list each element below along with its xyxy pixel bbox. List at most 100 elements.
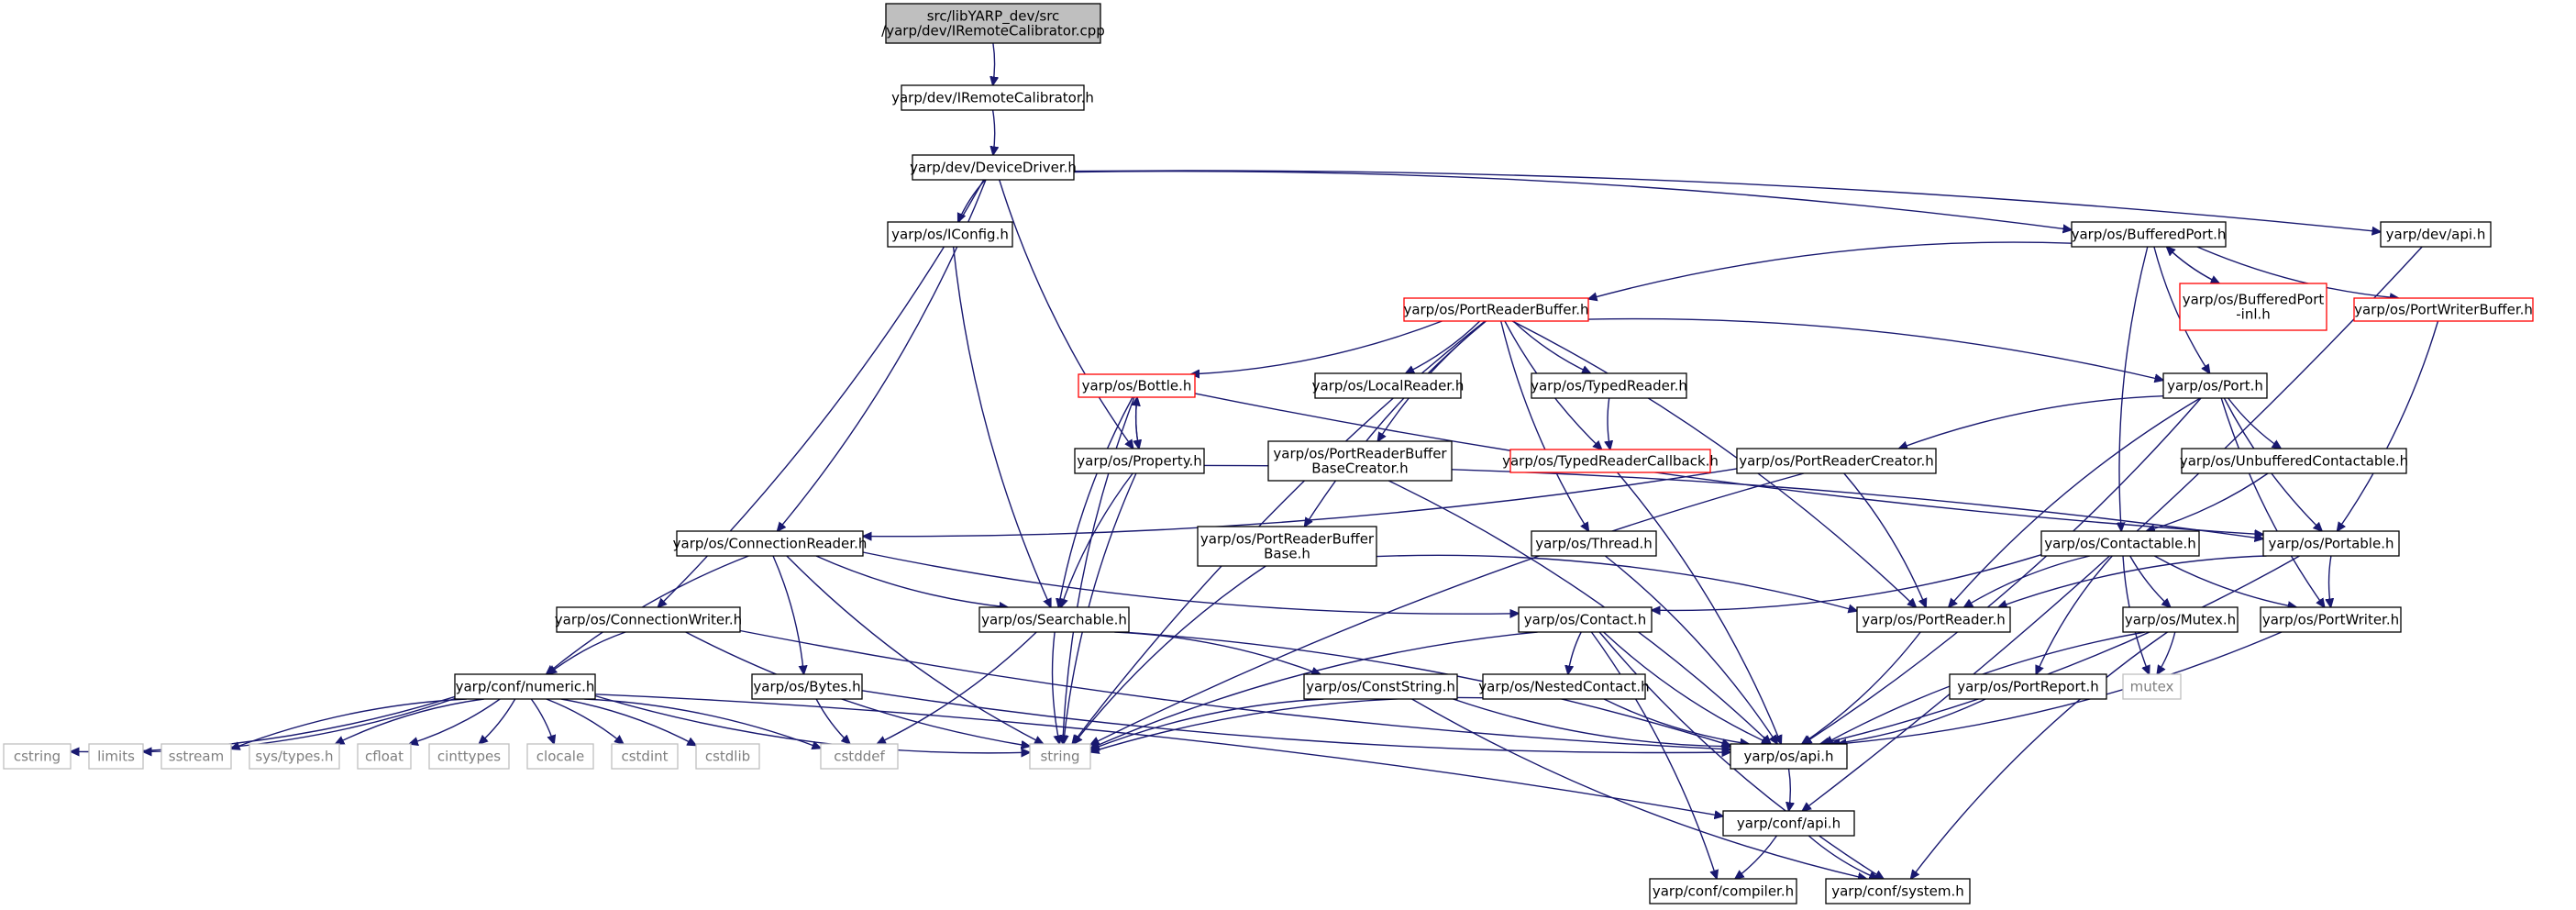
node-sstream[interactable]: sstream (160, 743, 232, 770)
node-bottle-h[interactable]: yarp/os/Bottle.h (1078, 373, 1196, 398)
node-label: yarp/dev/api.h (2386, 227, 2486, 243)
edge-numeric_h-to-confapi_h (594, 694, 1723, 816)
node-string[interactable]: string (1029, 743, 1091, 770)
node-box (1029, 743, 1091, 770)
node-portreadercreator-h[interactable]: yarp/os/PortReaderCreator.h (1736, 448, 1937, 474)
node-cstdlib[interactable]: cstdlib (695, 743, 760, 770)
edge-portreaderbuffer_h-to-typedreader_h (1512, 320, 1591, 373)
node-box (885, 3, 1101, 44)
node-bufferedport-inl-h[interactable]: yarp/os/BufferedPort-inl.h (2179, 283, 2327, 331)
edge-confapi_h-to-system_h (1808, 835, 1878, 879)
node-bytes-h[interactable]: yarp/os/Bytes.h (751, 673, 863, 700)
edge-contact_h-to-osapi_h (1603, 631, 1771, 744)
node-cstring[interactable]: cstring (3, 743, 72, 770)
node-portreader-h[interactable]: yarp/os/PortReader.h (1856, 606, 2011, 633)
edge-conststring_h-to-system_h (1411, 698, 1867, 879)
node-contactable-h[interactable]: yarp/os/Contactable.h (2040, 530, 2200, 557)
edge-osapi_h-to-confapi_h (1789, 768, 1791, 811)
node-bufferedport-h[interactable]: yarp/os/BufferedPort.h (2071, 221, 2227, 248)
node-box (695, 743, 760, 770)
node-conststring-h[interactable]: yarp/os/ConstString.h (1303, 673, 1458, 700)
node-cstddef[interactable]: cstddef (820, 743, 899, 770)
node-devapi-h[interactable]: yarp/dev/api.h (2380, 221, 2492, 248)
node-mutex-h[interactable]: yarp/os/Mutex.h (2122, 606, 2239, 633)
node-box (357, 743, 412, 770)
node-box (1074, 448, 1205, 474)
node-label: mutex (2130, 679, 2174, 695)
node-property-h[interactable]: yarp/os/Property.h (1074, 448, 1205, 474)
edge-bufferedport_h-to-port_h (2153, 246, 2210, 373)
node-portreport-h[interactable]: yarp/os/PortReport.h (1949, 673, 2107, 700)
node-iconfig-h[interactable]: yarp/os/IConfig.h (887, 221, 1013, 248)
node-clocale[interactable]: clocale (526, 743, 594, 770)
node-systypes-h[interactable]: sys/types.h (249, 743, 340, 770)
node-label: yarp/os/ConnectionReader.h (673, 536, 868, 552)
edge-confapi_h-to-compiler_h (1735, 835, 1778, 879)
node-label: cstring (14, 749, 61, 765)
node-portable-h[interactable]: yarp/os/Portable.h (2262, 530, 2400, 557)
edge-portreaderbuffer_h-to-localreader_h (1406, 320, 1481, 373)
node-limits[interactable]: limits (88, 743, 144, 770)
node-devicedriver-h[interactable]: yarp/dev/DeviceDriver.h (910, 154, 1077, 181)
node-typedreader-h[interactable]: yarp/os/TypedReader.h (1531, 372, 1687, 399)
node-layer: src/libYARP_dev/src/yarp/dev/IRemoteCali… (3, 3, 2534, 904)
edge-prbbase_h-to-string (1074, 565, 1266, 744)
edge-portreaderbuffer_h-to-portreader_h (1511, 320, 1916, 607)
node-portwriterbuffer-h[interactable]: yarp/os/PortWriterBuffer.h (2353, 297, 2534, 322)
node-searchable-h[interactable]: yarp/os/Searchable.h (978, 606, 1130, 633)
node-label: yarp/os/UnbufferedContactable.h (2180, 453, 2408, 470)
node-box (1078, 373, 1196, 398)
node-cinttypes[interactable]: cinttypes (428, 743, 510, 770)
node-portwriter-h[interactable]: yarp/os/PortWriter.h (2260, 606, 2402, 633)
node-portreaderbuffer-h[interactable]: yarp/os/PortReaderBuffer.h (1403, 297, 1589, 322)
node-unbufferedcontactable-h[interactable]: yarp/os/UnbufferedContactable.h (2180, 448, 2408, 474)
edge-property_h-to-string (1064, 472, 1137, 744)
node-box (1267, 440, 1453, 482)
node-box (160, 743, 232, 770)
edge-numeric_h-to-sstream (231, 698, 467, 749)
node-localreader-h[interactable]: yarp/os/LocalReader.h (1312, 372, 1465, 399)
node-cfloat[interactable]: cfloat (357, 743, 412, 770)
node-numeric-h[interactable]: yarp/conf/numeric.h (454, 673, 596, 700)
node-connectionwriter-h[interactable]: yarp/os/ConnectionWriter.h (555, 606, 742, 633)
edge-contactable_h-to-portreader_h (1964, 555, 2091, 607)
node-connectionreader-h[interactable]: yarp/os/ConnectionReader.h (673, 530, 868, 557)
edge-prbbasecreator_h-to-osapi_h (1388, 480, 1771, 744)
edge-portable_h-to-portwriter_h (2329, 555, 2331, 607)
edge-portwriter_h-to-osapi_h (1838, 631, 2283, 744)
node-label: yarp/os/ConnectionWriter.h (555, 612, 742, 628)
node-thread-h[interactable]: yarp/os/Thread.h (1531, 530, 1657, 557)
node-compiler-h[interactable]: yarp/conf/compiler.h (1649, 878, 1797, 904)
node-label: cstdint (621, 749, 668, 765)
node-confapi-h[interactable]: yarp/conf/api.h (1722, 810, 1855, 837)
node-iremote-h[interactable]: yarp/dev/IRemoteCalibrator.h (891, 84, 1094, 111)
node-label: cstddef (834, 749, 885, 765)
node-label: cstdlib (705, 749, 750, 765)
node-nestedcontact-h[interactable]: yarp/os/NestedContact.h (1478, 673, 1650, 700)
node-port-h[interactable]: yarp/os/Port.h (2162, 372, 2268, 399)
node-mutex[interactable]: mutex (2122, 673, 2182, 700)
node-cstdint[interactable]: cstdint (611, 743, 679, 770)
node-root[interactable]: src/libYARP_dev/src/yarp/dev/IRemoteCali… (881, 3, 1105, 44)
node-typedreadercallback-h[interactable]: yarp/os/TypedReaderCallback.h (1502, 449, 1719, 473)
edge-numeric_h-to-systypes_h (336, 698, 484, 744)
node-box (2040, 530, 2200, 557)
edge-property_h-to-bottle_h (1136, 397, 1139, 449)
node-label: yarp/os/BufferedPort.h (2072, 227, 2227, 243)
node-box (1531, 372, 1687, 399)
node-label: yarp/os/Property.h (1077, 453, 1201, 470)
node-system-h[interactable]: yarp/conf/system.h (1825, 878, 1971, 904)
node-box (1403, 297, 1589, 322)
edge-portreadercreator_h-to-connectionreader_h (863, 468, 1738, 537)
edge-conststring_h-to-osapi_h (1453, 698, 1731, 747)
edge-portreader_h-to-osapi_h (1802, 631, 1921, 744)
edge-portreport_h-to-osapi_h (1831, 698, 1986, 744)
edge-bytes_h-to-osapi_h (861, 690, 1730, 753)
node-label: yarp/os/Bottle.h (1082, 378, 1192, 394)
node-osapi-h[interactable]: yarp/os/api.h (1730, 743, 1848, 770)
edge-searchable_h-to-string (1051, 631, 1060, 744)
node-contact-h[interactable]: yarp/os/Contact.h (1518, 606, 1653, 633)
